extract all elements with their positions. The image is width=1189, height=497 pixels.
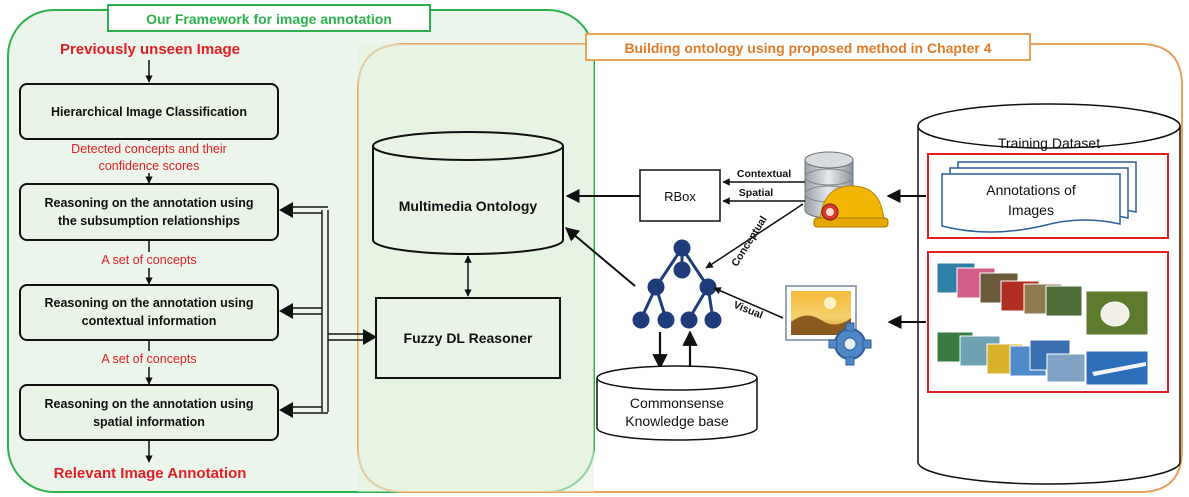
rbox-label: RBox	[664, 189, 696, 204]
step-4-line1: Reasoning on the annotation using	[44, 397, 253, 411]
framework-title-box	[107, 4, 431, 32]
documents-icon	[941, 161, 1137, 233]
step-4-line2: spatial information	[93, 415, 205, 429]
edge-tag-spatial: Spatial	[739, 187, 774, 199]
rbox-box	[639, 169, 721, 222]
training-dataset-label: Training Dataset	[998, 135, 1100, 151]
annotations-label-2: Images	[1008, 202, 1054, 218]
edge-label-detected-2: confidence scores	[99, 159, 200, 173]
concept-hierarchy-icon	[632, 239, 722, 329]
database-miner-icon	[804, 151, 889, 228]
annotations-label-1: Annotations of	[986, 182, 1076, 198]
fuzzy-dl-reasoner-label: Fuzzy DL Reasoner	[404, 330, 533, 346]
framework-title: Our Framework for image annotation	[146, 11, 392, 27]
output-label: Relevant Image Annotation	[54, 465, 247, 482]
input-label: Previously unseen Image	[60, 41, 240, 58]
building-title: Building ontology using proposed method …	[624, 40, 991, 56]
building-title-box	[585, 33, 1031, 61]
step-2-line1: Reasoning on the annotation using	[44, 196, 253, 210]
edge-label-set-1: A set of concepts	[101, 253, 196, 267]
step-2-line2: the subsumption relationships	[58, 214, 240, 228]
step-box-2	[19, 183, 279, 241]
fuzzy-dl-reasoner-box	[375, 297, 561, 379]
step-3-line1: Reasoning on the annotation using	[44, 296, 253, 310]
step-3-line2: contextual information	[82, 314, 217, 328]
edge-tag-conceptual: Conceptual	[729, 214, 770, 269]
step-box-3	[19, 284, 279, 341]
visual-features-icon	[785, 285, 872, 366]
image-thumbnails	[936, 262, 1149, 386]
reasoner-connector	[290, 206, 366, 414]
multimedia-ontology-label: Multimedia Ontology	[399, 198, 538, 214]
multimedia-ontology-cylinder	[372, 131, 564, 255]
edge-tag-contextual: Contextual	[737, 168, 791, 180]
commonsense-kb-cylinder	[596, 365, 758, 441]
edge-label-set-2: A set of concepts	[101, 352, 196, 366]
kb-label-2: Knowledge base	[625, 413, 729, 429]
step-box-4	[19, 384, 279, 441]
kb-label-1: Commonsense	[630, 395, 724, 411]
step-1-line1: Hierarchical Image Classification	[51, 105, 247, 119]
edge-label-detected-1: Detected concepts and their	[71, 142, 227, 156]
